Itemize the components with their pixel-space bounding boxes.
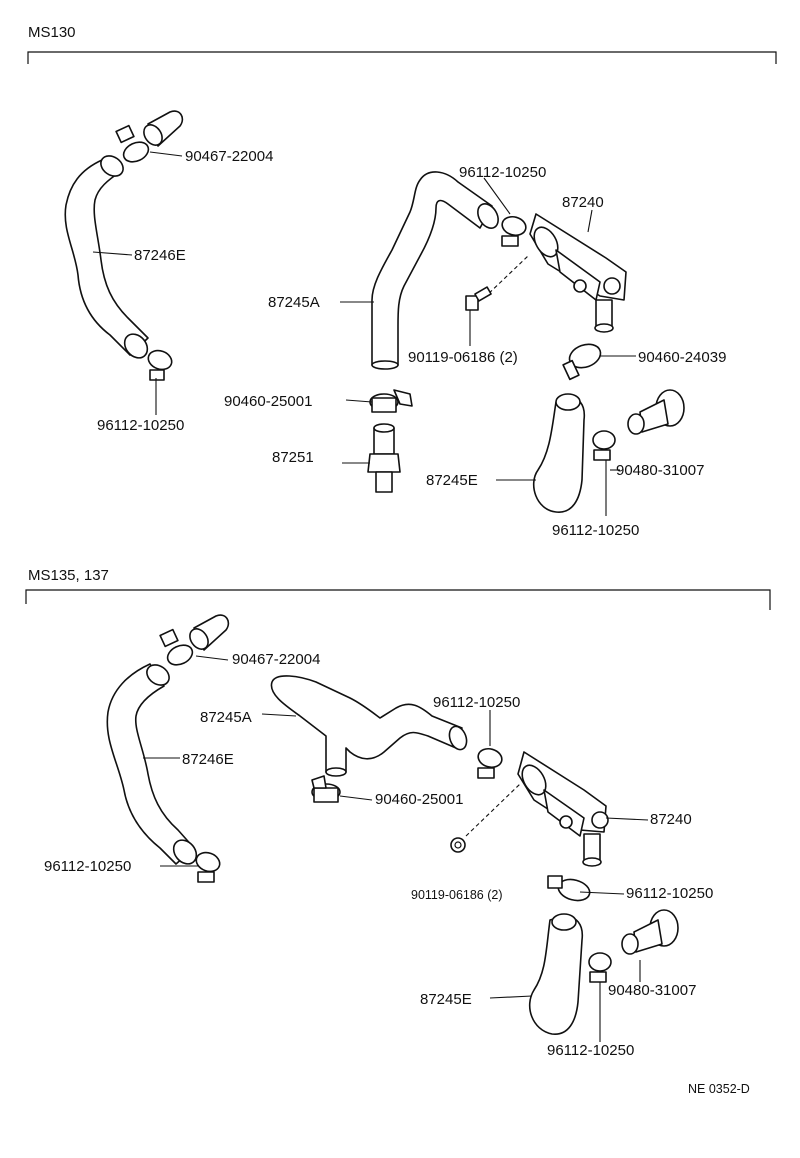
grommet-90480-31007-b: [621, 909, 679, 955]
label-87245e: 87245E: [426, 472, 478, 489]
clamp-96112-10250-lower-b: [588, 952, 612, 983]
clamp-90467-22004: [115, 110, 184, 163]
label-96112-10250-lower: 96112-10250: [552, 522, 639, 539]
fitting-87251: [367, 423, 401, 493]
label-87240-b: 87240: [650, 811, 692, 828]
label-96112-10250-left: 96112-10250: [97, 417, 184, 434]
label-90119-06186: 90119-06186 (2): [408, 349, 518, 366]
clamp-90460-25001: [369, 389, 413, 413]
section-title-ms130: MS130: [28, 24, 76, 41]
label-90480-31007: 90480-31007: [616, 462, 704, 479]
label-87240: 87240: [562, 194, 604, 211]
hose-87246e: [64, 155, 149, 359]
label-90460-25001-b: 90460-25001: [375, 791, 463, 808]
label-90467-22004-b: 90467-22004: [232, 651, 320, 668]
label-90119-06186-b: 90119-06186 (2): [411, 888, 503, 902]
label-90467-22004: 90467-22004: [185, 148, 273, 165]
clamp-96112-10250-left: [147, 349, 173, 381]
clamp-96112-10250-left-b: [195, 851, 221, 883]
label-87245a: 87245A: [268, 294, 320, 311]
clamp-90460-25001-b: [311, 775, 341, 803]
label-87251: 87251: [272, 449, 314, 466]
clamp-90467-22004-b: [159, 614, 230, 666]
label-87245e-b: 87245E: [420, 991, 472, 1008]
section-bracket-ms135-137: [25, 589, 771, 610]
section-title-ms135-137: MS135, 137: [28, 567, 109, 584]
clamp-96112-10250-upper: [501, 215, 527, 247]
valve-87240-b: [517, 751, 609, 867]
section-bracket-ms130: [27, 51, 777, 64]
clamp-96112-10250-right-b: [547, 875, 591, 902]
label-96112-10250-upper-b: 96112-10250: [433, 694, 520, 711]
section-ms135-137: MS135, 137: [25, 567, 771, 1059]
label-90460-24039: 90460-24039: [638, 349, 726, 366]
label-90460-25001: 90460-25001: [224, 393, 312, 410]
clamp-96112-10250-upper-b: [477, 747, 503, 779]
section-ms130: MS130: [27, 24, 777, 539]
bolt-90119-06186-b: [450, 783, 521, 853]
label-90480-31007-b: 90480-31007: [608, 982, 696, 999]
label-87245a-b: 87245A: [200, 709, 252, 726]
hose-87246e-b: [106, 663, 198, 865]
diagram-code: NE 0352-D: [688, 1082, 750, 1096]
label-96112-10250-right-b: 96112-10250: [626, 885, 713, 902]
label-87246e: 87246E: [134, 247, 186, 264]
hose-87245e-b: [528, 913, 584, 1035]
clamp-90460-24039: [562, 343, 602, 381]
label-96112-10250-lower-b: 96112-10250: [547, 1042, 634, 1059]
label-96112-10250-upper: 96112-10250: [459, 164, 546, 181]
label-87246e-b: 87246E: [182, 751, 234, 768]
label-96112-10250-left-b: 96112-10250: [44, 858, 131, 875]
hose-87245a: [371, 171, 499, 370]
clamp-96112-10250-lower: [592, 430, 616, 461]
valve-87240: [529, 213, 627, 333]
hose-87245a-b: [270, 675, 468, 777]
hose-87245e: [532, 393, 586, 513]
bolt-90119-06186: [465, 255, 529, 311]
grommet-90480-31007: [627, 389, 685, 435]
